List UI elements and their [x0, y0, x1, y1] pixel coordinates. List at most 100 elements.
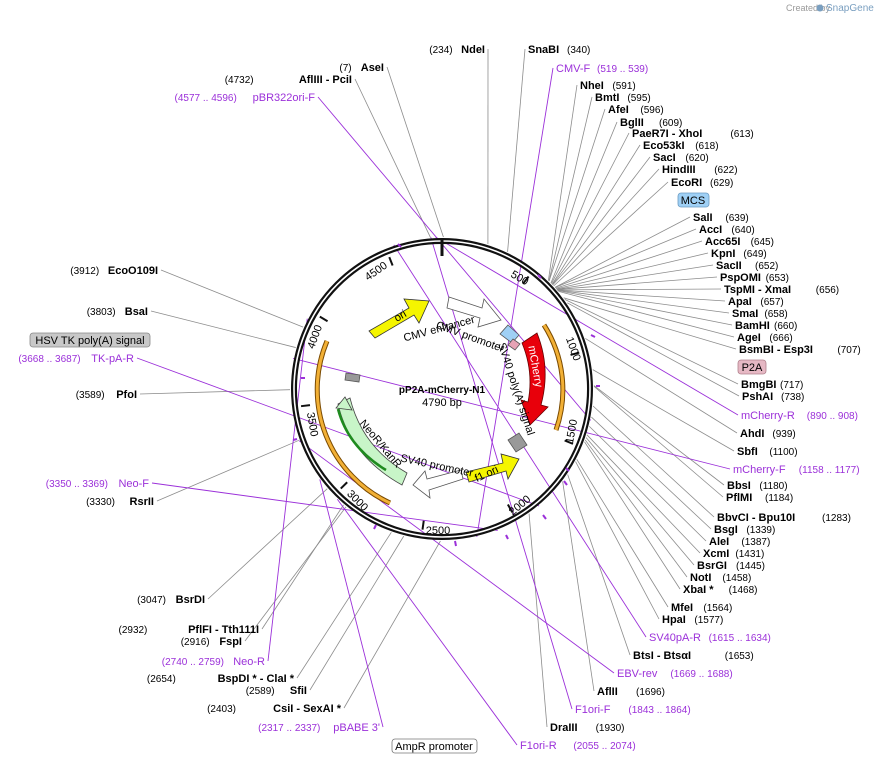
- site-name: BsgI: [714, 524, 738, 536]
- p2a-segment[interactable]: [507, 338, 521, 351]
- site-position: (707): [837, 345, 860, 356]
- primer-connector-lines: [136, 67, 739, 746]
- site-connector: [567, 302, 740, 397]
- site-connector: [585, 338, 738, 434]
- site-name: BbvCI - Bpu10I: [717, 512, 795, 524]
- site-connector: [592, 405, 715, 518]
- site-name: NdeI: [461, 44, 485, 56]
- primer-position: (1615 .. 1634): [709, 633, 771, 644]
- primer-position: (3668 .. 3687): [18, 354, 80, 365]
- snapgene-credit: Created by SnapGene: [786, 3, 874, 14]
- site-connector: [557, 288, 722, 291]
- site-name: EcoRI: [671, 177, 702, 189]
- f1-ori-arrow[interactable]: [465, 453, 520, 483]
- primer-name: Neo-F: [118, 478, 149, 490]
- site-name: SacII: [716, 260, 742, 272]
- p2a-box[interactable]: [737, 359, 767, 375]
- primer-name: F1ori-F: [575, 704, 611, 716]
- site-name: BtsI - BtsαI: [633, 650, 691, 662]
- ampr-promoter-label: AmpR promoter: [395, 741, 473, 753]
- primer-connector: [336, 498, 518, 746]
- primer-name: mCherry-F: [733, 464, 786, 476]
- site-position: (666): [769, 333, 792, 344]
- site-name: MfeI: [671, 602, 693, 614]
- site-connector: [386, 66, 444, 238]
- sv40-promoter-arrow[interactable]: [412, 469, 464, 499]
- site-name: AflIII - PciI: [299, 74, 352, 86]
- primer-position: (2055 .. 2074): [573, 741, 635, 752]
- ori-arrow[interactable]: [368, 298, 430, 339]
- primer-name: mCherry-R: [741, 410, 795, 422]
- primer-name: Neo-R: [233, 656, 265, 668]
- site-position: (7): [339, 63, 351, 74]
- site-position: (1458): [722, 573, 751, 584]
- site-name: SbfI: [737, 446, 758, 458]
- site-connector: [586, 434, 701, 554]
- site-position: (1387): [741, 537, 770, 548]
- site-connector: [343, 540, 441, 709]
- site-connector: [555, 240, 703, 289]
- primer-position: (1843 .. 1864): [628, 705, 690, 716]
- site-connector: [556, 264, 714, 290]
- primer-position: (2740 .. 2759): [162, 657, 224, 668]
- site-connector: [354, 78, 431, 238]
- site-connector: [564, 299, 739, 385]
- sv40-promoter-label: SV40 promoter: [399, 453, 474, 480]
- site-connector: [207, 488, 328, 600]
- primer-connector: [293, 357, 731, 470]
- site-position: (234): [429, 45, 452, 56]
- site-connector: [160, 269, 304, 328]
- site-position: (2589): [246, 686, 275, 697]
- site-name: EcoO109I: [108, 265, 158, 277]
- site-name: PflMI: [726, 492, 752, 504]
- site-name: AseI: [361, 62, 384, 74]
- site-connector: [554, 216, 691, 288]
- site-connector: [507, 48, 526, 252]
- site-position: (3330): [86, 497, 115, 508]
- site-position: (649): [743, 249, 766, 260]
- site-name: HindIII: [662, 164, 696, 176]
- primer-position: (1158 .. 1177): [799, 465, 860, 476]
- mcs-box[interactable]: [677, 192, 710, 208]
- neor-frame-arc-fill: [315, 340, 391, 505]
- site-connector: [557, 290, 733, 326]
- site-connector: [550, 121, 618, 284]
- site-connector: [244, 506, 347, 642]
- site-name: Eco53kI: [643, 140, 685, 152]
- ampr-promoter-box[interactable]: [391, 738, 478, 754]
- tick-mark: [421, 520, 425, 530]
- site-name: PshAI: [742, 391, 773, 403]
- mcs-segment[interactable]: [499, 324, 520, 344]
- site-name: CsiI - SexAI *: [273, 703, 342, 715]
- primer-name: pBABE 3': [333, 722, 380, 734]
- site-position: (1468): [729, 585, 758, 596]
- site-connector: [592, 369, 735, 452]
- site-position: (1653): [725, 651, 754, 662]
- site-connector: [139, 389, 291, 395]
- site-connector: [557, 289, 726, 302]
- p2a-box-label: P2A: [742, 362, 763, 374]
- site-position: (657): [760, 297, 783, 308]
- site-connector: [593, 386, 724, 498]
- neor-frame-inner: [336, 408, 387, 472]
- tick-mark: [300, 404, 311, 408]
- primer-name: SV40pA-R: [649, 632, 701, 644]
- primer-connector: [317, 96, 592, 421]
- mcherry-arrow[interactable]: [520, 332, 549, 426]
- hsv-tk-polya-box[interactable]: [29, 332, 151, 348]
- site-connector: [309, 535, 405, 691]
- site-position: (645): [751, 237, 774, 248]
- primer-marks: [292, 243, 600, 547]
- site-connector: [261, 504, 344, 630]
- primer-connector: [319, 479, 384, 728]
- site-name: SnaBI: [528, 44, 559, 56]
- primer-connector: [430, 237, 573, 710]
- site-position: (717): [780, 380, 803, 391]
- f1-ori-label: f1 ori: [473, 464, 500, 485]
- grey-segment-left: [344, 372, 361, 383]
- tick-mark: [564, 439, 574, 445]
- site-position: (1696): [636, 687, 665, 698]
- site-name: BmgBI: [741, 379, 776, 391]
- site-position: (591): [612, 81, 635, 92]
- cmv-enhancer-arrow[interactable]: [446, 296, 502, 328]
